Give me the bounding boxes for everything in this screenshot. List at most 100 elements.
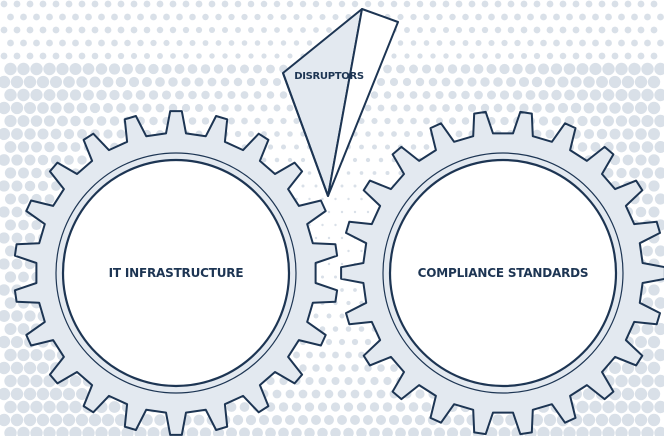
background-dot [200,64,211,74]
background-dot [493,103,503,113]
background-dot [221,0,229,8]
background-dot [469,53,475,59]
background-dot [62,387,76,401]
background-dot [589,426,602,436]
background-dot [208,0,216,8]
background-dot [506,77,516,87]
background-dot [291,427,302,436]
background-dot [199,427,212,436]
background-dot [247,104,255,112]
background-dot [10,387,24,401]
background-dot [428,77,438,87]
background-dot [572,52,580,60]
background-dot [241,40,248,46]
background-dot [37,180,49,192]
background-dot [114,413,128,427]
background-dot [468,0,476,8]
background-dot [648,206,660,218]
background-dot [260,0,268,8]
background-dot [43,115,56,127]
background-dot [155,103,165,113]
background-dot [358,326,365,332]
background-dot [181,103,191,113]
background-dot [598,52,606,60]
background-dot [24,180,36,192]
background-dot [609,128,621,140]
background-dot [111,13,118,21]
background-dot [69,400,82,414]
background-dot [56,89,69,101]
background-dot [551,116,562,126]
background-dot [514,39,521,47]
background-dot [96,116,107,126]
background-dot [480,103,490,113]
background-dot [49,75,63,89]
background-dot [280,40,287,46]
background-dot [280,144,287,150]
background-dot [273,104,281,112]
background-dot [634,387,648,401]
background-dot [325,364,333,372]
background-dot [30,115,43,127]
background-dot [598,26,606,34]
background-dot [401,414,413,426]
background-dot [546,26,554,34]
background-dot [345,351,352,359]
background-dot [280,117,287,125]
background-dot [611,26,619,34]
background-dot [481,26,489,34]
background-dot [17,348,30,362]
background-dot [313,313,319,319]
background-dot [641,323,654,335]
background-dot [183,53,189,59]
background-dot [116,129,126,139]
background-dot [52,0,60,8]
background-dot [59,13,66,21]
background-dot [247,0,255,8]
background-dot [287,157,293,163]
background-dot [4,88,17,102]
background-dot [364,0,372,8]
background-dot [647,361,661,375]
background-dot [0,75,11,89]
background-dot [585,0,593,8]
background-dot [482,53,488,59]
background-dot [20,39,27,47]
background-dot [10,335,24,349]
background-dot [448,117,457,125]
background-dot [319,326,326,332]
background-dot [234,130,242,138]
background-dot [343,427,354,436]
background-dot [621,361,635,375]
background-dot [346,171,351,175]
background-dot [634,361,648,375]
background-dot [396,64,405,74]
background-dot [363,415,373,425]
background-dot [287,131,293,137]
right-gear-hub [388,158,618,388]
background-dot [267,40,274,46]
background-dot [4,114,17,128]
background-dot [372,144,377,150]
background-dot [455,26,463,34]
background-dot [481,0,489,8]
background-dot [507,26,515,34]
background-dot [30,426,43,436]
background-dot [241,117,248,125]
background-dot [563,426,576,436]
background-dot [485,427,498,436]
background-dot [429,0,437,8]
background-dot [353,288,357,292]
background-dot [49,387,63,401]
background-dot [95,63,108,75]
background-dot [278,427,289,436]
background-dot [618,13,625,21]
background-dot [196,53,202,59]
background-dot [615,374,628,388]
background-dot [57,115,68,127]
background-dot [169,0,177,8]
background-dot [460,64,471,74]
background-dot [17,141,30,153]
background-dot [102,76,114,88]
background-dot [448,90,457,100]
